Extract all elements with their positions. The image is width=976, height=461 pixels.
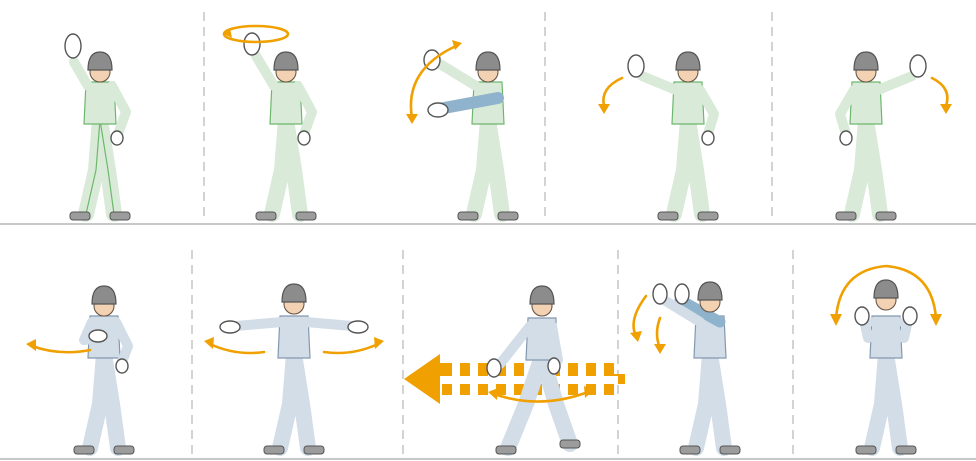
arrowhead-icon (26, 339, 36, 351)
arrowhead-icon (830, 314, 842, 326)
glove-icon (628, 55, 644, 77)
worker-figure (424, 50, 518, 220)
arrowhead-icon (406, 114, 418, 124)
glove-icon (89, 330, 107, 342)
glove-icon (653, 284, 667, 304)
glove-icon (487, 359, 501, 377)
glove-icon (348, 321, 368, 333)
down-arc-arrow-icon (324, 344, 378, 353)
glove-icon (244, 33, 260, 55)
glove-icon (702, 131, 714, 145)
arrowhead-icon (654, 344, 666, 354)
arrowhead-icon (598, 104, 610, 114)
glove-icon (910, 55, 926, 77)
worker-figure (628, 52, 718, 220)
arrowhead-icon (930, 314, 942, 326)
worker-figure (653, 282, 740, 454)
down-arc-arrow-icon (634, 296, 646, 336)
worker-figure (244, 33, 316, 220)
arrowhead-icon (940, 104, 952, 114)
glove-icon (428, 103, 448, 117)
arrowhead-icon (488, 388, 498, 400)
arrowhead-icon (630, 331, 642, 342)
worker-figure (487, 286, 580, 454)
glove-icon (65, 34, 81, 58)
worker-figure (220, 284, 368, 454)
down-arc-arrow-icon (210, 344, 264, 353)
arrowhead-icon (204, 337, 214, 349)
down-arc-arrow-icon (932, 78, 947, 106)
glove-icon (903, 307, 917, 325)
worker-figure (65, 34, 130, 220)
down-arc-arrow-icon (603, 78, 622, 106)
left-arrow-icon (404, 354, 440, 404)
turn-arrow-icon (32, 346, 90, 352)
arrowhead-icon (374, 337, 384, 349)
glove-icon (675, 284, 689, 304)
glove-icon (220, 321, 240, 333)
down-arc-arrow-icon (657, 318, 660, 348)
worker-figure (836, 52, 926, 220)
glove-icon (855, 307, 869, 325)
worker-figure (74, 286, 134, 454)
glove-icon (548, 358, 560, 374)
worker-figure (855, 280, 917, 454)
glove-icon (298, 131, 310, 145)
glove-icon (111, 131, 123, 145)
glove-icon (116, 359, 128, 373)
glove-icon (840, 131, 852, 145)
